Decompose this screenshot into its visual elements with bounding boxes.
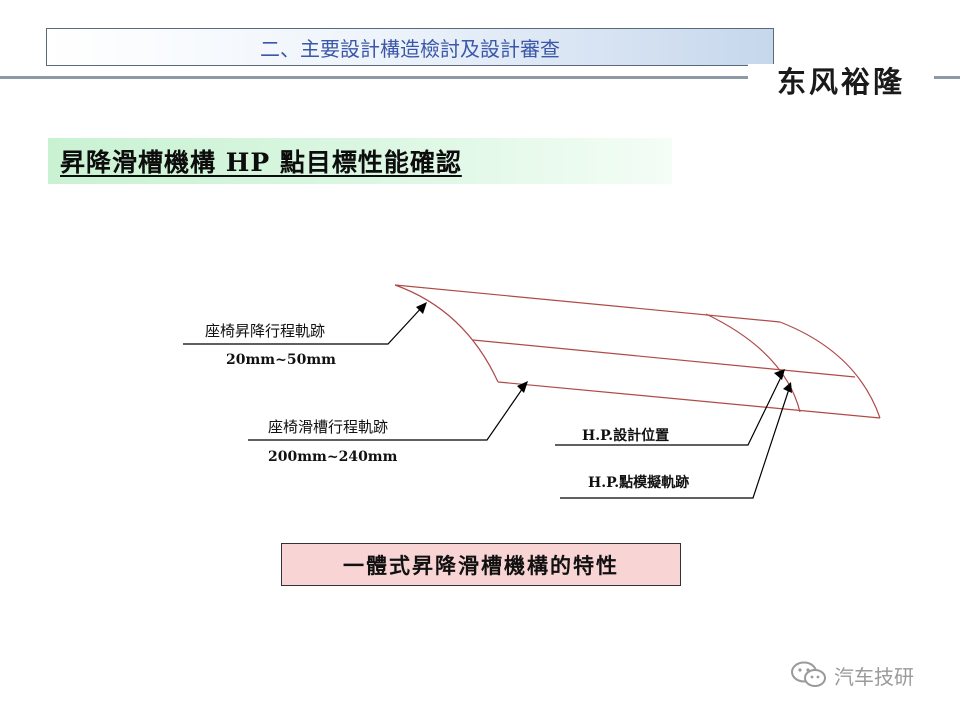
leader-hp-track xyxy=(560,385,791,499)
track-inner-arc xyxy=(705,313,801,413)
company-logo: 东风裕隆 xyxy=(748,64,934,99)
track-bottom-edge xyxy=(497,381,881,419)
section-header-title: 二、主要設計構造檢討及設計審查 xyxy=(260,36,560,61)
leader-lines xyxy=(183,304,791,499)
arrow-seat-lift xyxy=(416,302,427,314)
leader-seat-slide xyxy=(248,384,526,441)
wechat-icon xyxy=(791,661,826,687)
label-hp-design-position: H.P.設計位置 xyxy=(582,428,670,444)
track-left-arc xyxy=(394,284,499,383)
leader-arrowheads xyxy=(416,302,792,393)
slide-title-banner: 昇降滑槽機構 HP 點目標性能確認 xyxy=(48,138,672,184)
arrow-seat-slide xyxy=(517,381,528,393)
watermark: 汽车技研 xyxy=(790,660,914,690)
track-right-arc xyxy=(779,321,881,419)
feature-label: 一體式昇降滑槽機構的特性 xyxy=(343,552,619,578)
header-divider-line xyxy=(0,76,960,79)
leader-seat-lift xyxy=(183,304,425,345)
track-middle-line xyxy=(472,339,856,378)
label-seat-slide-track: 座椅滑槽行程軌跡 xyxy=(268,418,389,436)
arrow-hp-design xyxy=(774,369,785,380)
arrow-hp-track xyxy=(783,382,792,393)
watermark-text: 汽车技研 xyxy=(834,664,914,689)
section-header: 二、主要設計構造檢討及設計審查 xyxy=(46,28,774,66)
track-surface-curves xyxy=(394,284,881,419)
feature-label-box: 一體式昇降滑槽機構的特性 xyxy=(281,543,681,586)
label-seat-slide-range: 200mm~240mm xyxy=(268,449,398,465)
label-hp-simulation-track: H.P.點模擬軌跡 xyxy=(588,475,690,491)
leader-hp-design xyxy=(555,372,784,446)
slide-title: 昇降滑槽機構 HP 點目標性能確認 xyxy=(60,148,462,177)
track-top-edge xyxy=(394,284,781,323)
label-seat-lift-track: 座椅昇降行程軌跡 xyxy=(205,322,326,340)
label-seat-lift-range: 20mm~50mm xyxy=(226,352,336,368)
